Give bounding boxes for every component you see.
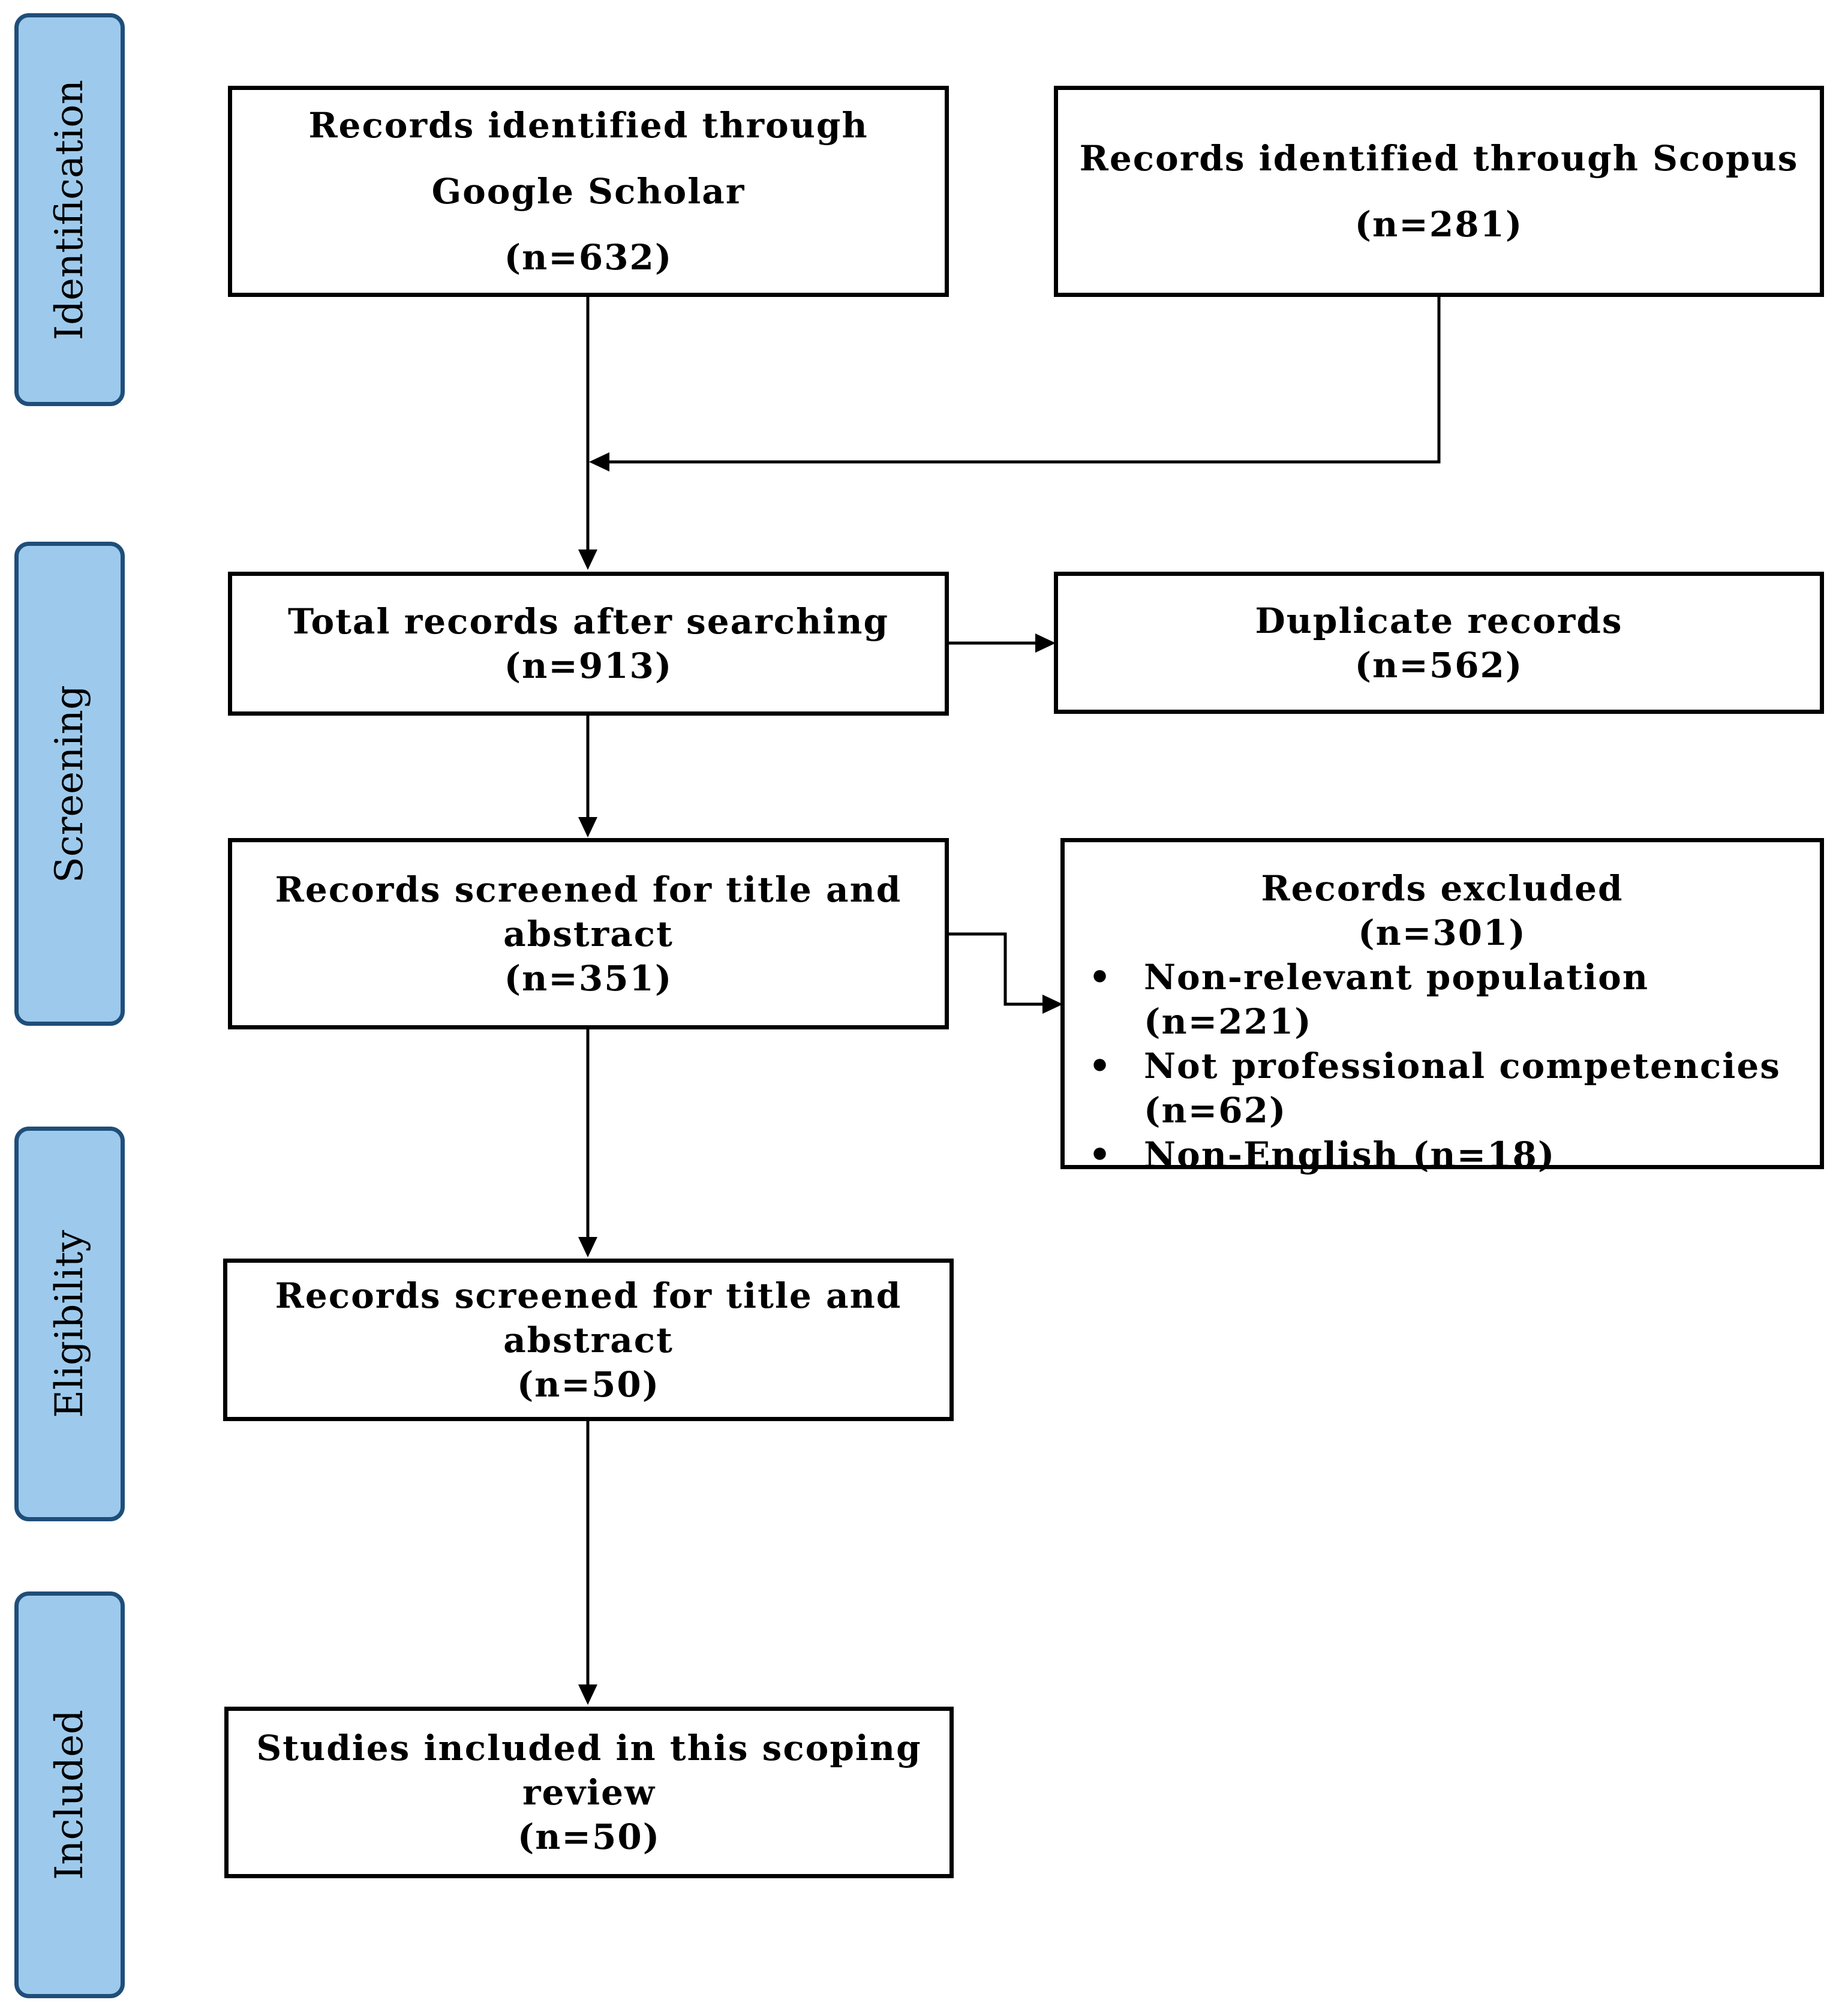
included-count: (n=50) — [517, 1816, 661, 1857]
included-line1: Studies included in this scoping — [256, 1728, 922, 1768]
google-scholar-line2: Google Scholar — [431, 171, 746, 212]
arrowhead-included — [578, 1684, 597, 1705]
excluded-count: (n=301) — [1358, 912, 1527, 953]
connector-scopus-to-merge — [606, 296, 1441, 464]
arrowhead-total — [578, 549, 597, 570]
stage-screening: Screening — [14, 542, 125, 1026]
eligibility-line1: Records screened for title and — [275, 1275, 902, 1316]
stage-included: Included — [14, 1591, 125, 1998]
stage-identification: Identification — [14, 13, 125, 406]
excluded-reason-item: Not professional competencies (n=62) — [1089, 1044, 1802, 1133]
arrowhead-excluded — [1042, 995, 1063, 1014]
screened-count: (n=351) — [504, 957, 673, 999]
screened-line2: abstract — [503, 913, 674, 954]
eligibility-line2: abstract — [503, 1319, 674, 1361]
stage-eligibility: Eligibility — [14, 1127, 125, 1521]
eligibility-count: (n=50) — [516, 1364, 660, 1405]
box-records-excluded: Records excluded (n=301) Non-relevant po… — [1060, 838, 1824, 1177]
included-line2: review — [522, 1772, 656, 1813]
excluded-reason-item: Non-English (n=18) — [1089, 1133, 1802, 1177]
connector-screened-to-excluded — [948, 932, 1044, 1006]
box-screened-title-abstract: Records screened for title and abstract … — [228, 838, 949, 1029]
excluded-reason-item: Non-relevant population (n=221) — [1089, 955, 1802, 1044]
box-google-scholar: Records identified through Google Schola… — [228, 86, 949, 297]
arrowhead-eligibility — [578, 1237, 597, 1257]
arrowhead-merge — [589, 452, 609, 472]
duplicates-count: (n=562) — [1354, 644, 1524, 686]
screened-line1: Records screened for title and — [275, 869, 902, 910]
google-scholar-line1: Records identified through — [308, 105, 869, 146]
arrowhead-duplicates — [1035, 633, 1056, 653]
box-total-records: Total records after searching (n=913) — [228, 572, 949, 716]
google-scholar-count: (n=632) — [504, 237, 673, 278]
box-eligibility-screened: Records screened for title and abstract … — [223, 1259, 954, 1421]
box-duplicates: Duplicate records (n=562) — [1054, 572, 1824, 714]
arrowhead-screened — [578, 817, 597, 837]
duplicates-line1: Duplicate records — [1255, 600, 1623, 641]
box-scopus: Records identified through Scopus (n=281… — [1054, 86, 1824, 297]
excluded-title: Records excluded — [1261, 868, 1624, 909]
scopus-count: (n=281) — [1354, 204, 1524, 245]
total-records-line1: Total records after searching — [287, 601, 890, 642]
excluded-reasons-list: Non-relevant population (n=221) Not prof… — [1065, 955, 1820, 1177]
scopus-line1: Records identified through Scopus — [1079, 138, 1799, 179]
box-included-studies: Studies included in this scoping review … — [224, 1707, 954, 1878]
total-records-count: (n=913) — [504, 645, 673, 686]
